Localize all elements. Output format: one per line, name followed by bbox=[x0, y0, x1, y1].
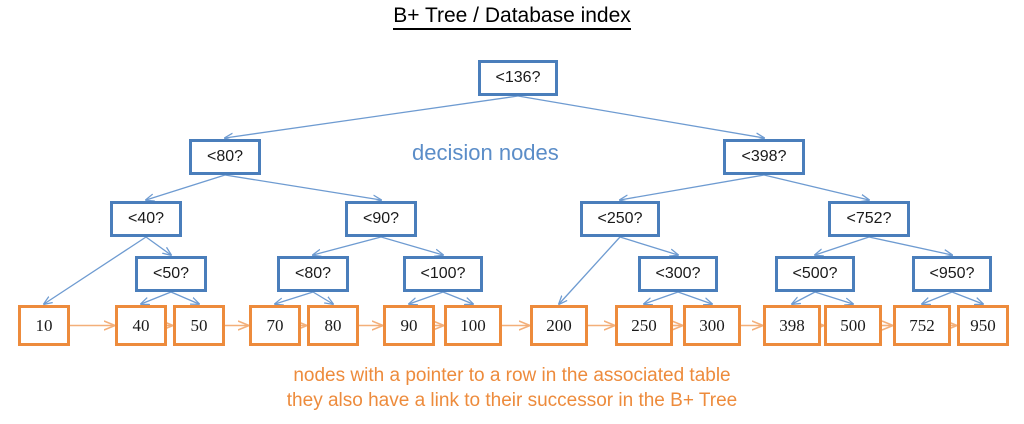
edge-d500-l398 bbox=[792, 291, 816, 304]
leaf-caption-line-2: they also have a link to their successor… bbox=[286, 390, 738, 411]
node-label: 90 bbox=[400, 316, 418, 335]
decision-node-d300[interactable]: <300? bbox=[638, 256, 718, 292]
edge-d398-d752 bbox=[763, 174, 869, 200]
leaf-node-l70[interactable]: 70 bbox=[249, 305, 301, 346]
edge-d90-d80b bbox=[313, 236, 382, 255]
leaf-node-l398[interactable]: 398 bbox=[763, 305, 821, 346]
node-label: 398 bbox=[779, 316, 805, 335]
edge-d80-d40 bbox=[146, 174, 226, 200]
edge-root-d80 bbox=[225, 95, 519, 138]
leaf-caption: nodes with a pointer to a row in the ass… bbox=[0, 363, 1024, 413]
edge-d90-d100 bbox=[380, 236, 443, 255]
edge-d80b-l80 bbox=[312, 291, 333, 304]
node-label: 950 bbox=[970, 316, 996, 335]
leaf-node-l10[interactable]: 10 bbox=[18, 305, 70, 346]
decision-node-d80b[interactable]: <80? bbox=[277, 256, 349, 292]
decision-node-d950[interactable]: <950? bbox=[912, 256, 992, 292]
node-label: 80 bbox=[324, 316, 342, 335]
node-label: <100? bbox=[420, 265, 466, 282]
node-label: 300 bbox=[699, 316, 725, 335]
node-label: <752? bbox=[846, 210, 892, 227]
page-title: B+ Tree / Database index bbox=[0, 4, 1024, 30]
leaf-node-l40[interactable]: 40 bbox=[115, 305, 167, 346]
node-label: 50 bbox=[190, 316, 208, 335]
leaf-node-l80[interactable]: 80 bbox=[307, 305, 359, 346]
node-label: <136? bbox=[495, 69, 541, 86]
leaf-node-l50[interactable]: 50 bbox=[173, 305, 225, 346]
decision-node-d398[interactable]: <398? bbox=[723, 139, 805, 175]
leaf-node-l200[interactable]: 200 bbox=[530, 305, 588, 346]
node-label: <300? bbox=[655, 265, 701, 282]
edge-d398-d250 bbox=[620, 174, 765, 200]
edge-d950-l752 bbox=[922, 291, 953, 304]
node-label: 10 bbox=[35, 316, 53, 335]
node-label: 250 bbox=[631, 316, 657, 335]
decision-node-d80[interactable]: <80? bbox=[189, 139, 261, 175]
leaf-node-l950[interactable]: 950 bbox=[957, 305, 1009, 346]
edge-d752-d500 bbox=[815, 236, 870, 255]
node-label: 500 bbox=[840, 316, 866, 335]
edge-d100-l100 bbox=[442, 291, 473, 304]
node-label: 200 bbox=[546, 316, 572, 335]
edge-d50-l40 bbox=[141, 291, 172, 304]
edge-d500-l500 bbox=[814, 291, 853, 304]
edge-d250-d300 bbox=[619, 236, 678, 255]
node-label: <80? bbox=[294, 265, 332, 282]
edge-d80b-l70 bbox=[275, 291, 314, 304]
page-title-text: B+ Tree / Database index bbox=[393, 4, 631, 30]
node-label: <90? bbox=[362, 210, 400, 227]
decision-node-d50[interactable]: <50? bbox=[135, 256, 207, 292]
decision-node-d100[interactable]: <100? bbox=[403, 256, 483, 292]
decision-node-d90[interactable]: <90? bbox=[345, 201, 417, 237]
node-label: <80? bbox=[206, 148, 244, 165]
decision-node-d40[interactable]: <40? bbox=[110, 201, 182, 237]
leaf-node-l500[interactable]: 500 bbox=[824, 305, 882, 346]
edge-root-d398 bbox=[517, 95, 764, 138]
edge-d40-d50 bbox=[145, 236, 171, 255]
node-label: <40? bbox=[127, 210, 165, 227]
node-label: <950? bbox=[929, 265, 975, 282]
edge-d950-l950 bbox=[951, 291, 983, 304]
leaf-node-l752[interactable]: 752 bbox=[893, 305, 951, 346]
edge-d100-l90 bbox=[409, 291, 444, 304]
edge-d752-d950 bbox=[868, 236, 952, 255]
decision-node-d500[interactable]: <500? bbox=[775, 256, 855, 292]
node-label: <250? bbox=[597, 210, 643, 227]
leaf-node-l100[interactable]: 100 bbox=[444, 305, 502, 346]
node-label: 40 bbox=[132, 316, 150, 335]
edge-d300-l300 bbox=[677, 291, 712, 304]
decision-nodes-label: decision nodes bbox=[412, 140, 559, 165]
node-label: <398? bbox=[741, 148, 787, 165]
node-label: <500? bbox=[792, 265, 838, 282]
decision-node-d250[interactable]: <250? bbox=[580, 201, 660, 237]
node-label: 70 bbox=[266, 316, 284, 335]
edge-d40-l10 bbox=[44, 236, 147, 304]
node-label: 752 bbox=[909, 316, 935, 335]
decision-node-root[interactable]: <136? bbox=[478, 60, 558, 96]
edge-d250-l200 bbox=[559, 236, 621, 304]
edge-d50-l50 bbox=[170, 291, 199, 304]
node-label: <50? bbox=[152, 265, 190, 282]
leaf-node-l250[interactable]: 250 bbox=[615, 305, 673, 346]
leaf-caption-line-1: nodes with a pointer to a row in the ass… bbox=[293, 365, 731, 386]
edge-d80-d90 bbox=[224, 174, 381, 200]
leaf-node-l90[interactable]: 90 bbox=[383, 305, 435, 346]
edge-d300-l250 bbox=[644, 291, 679, 304]
decision-node-d752[interactable]: <752? bbox=[828, 201, 910, 237]
node-label: 100 bbox=[460, 316, 486, 335]
leaf-node-l300[interactable]: 300 bbox=[683, 305, 741, 346]
